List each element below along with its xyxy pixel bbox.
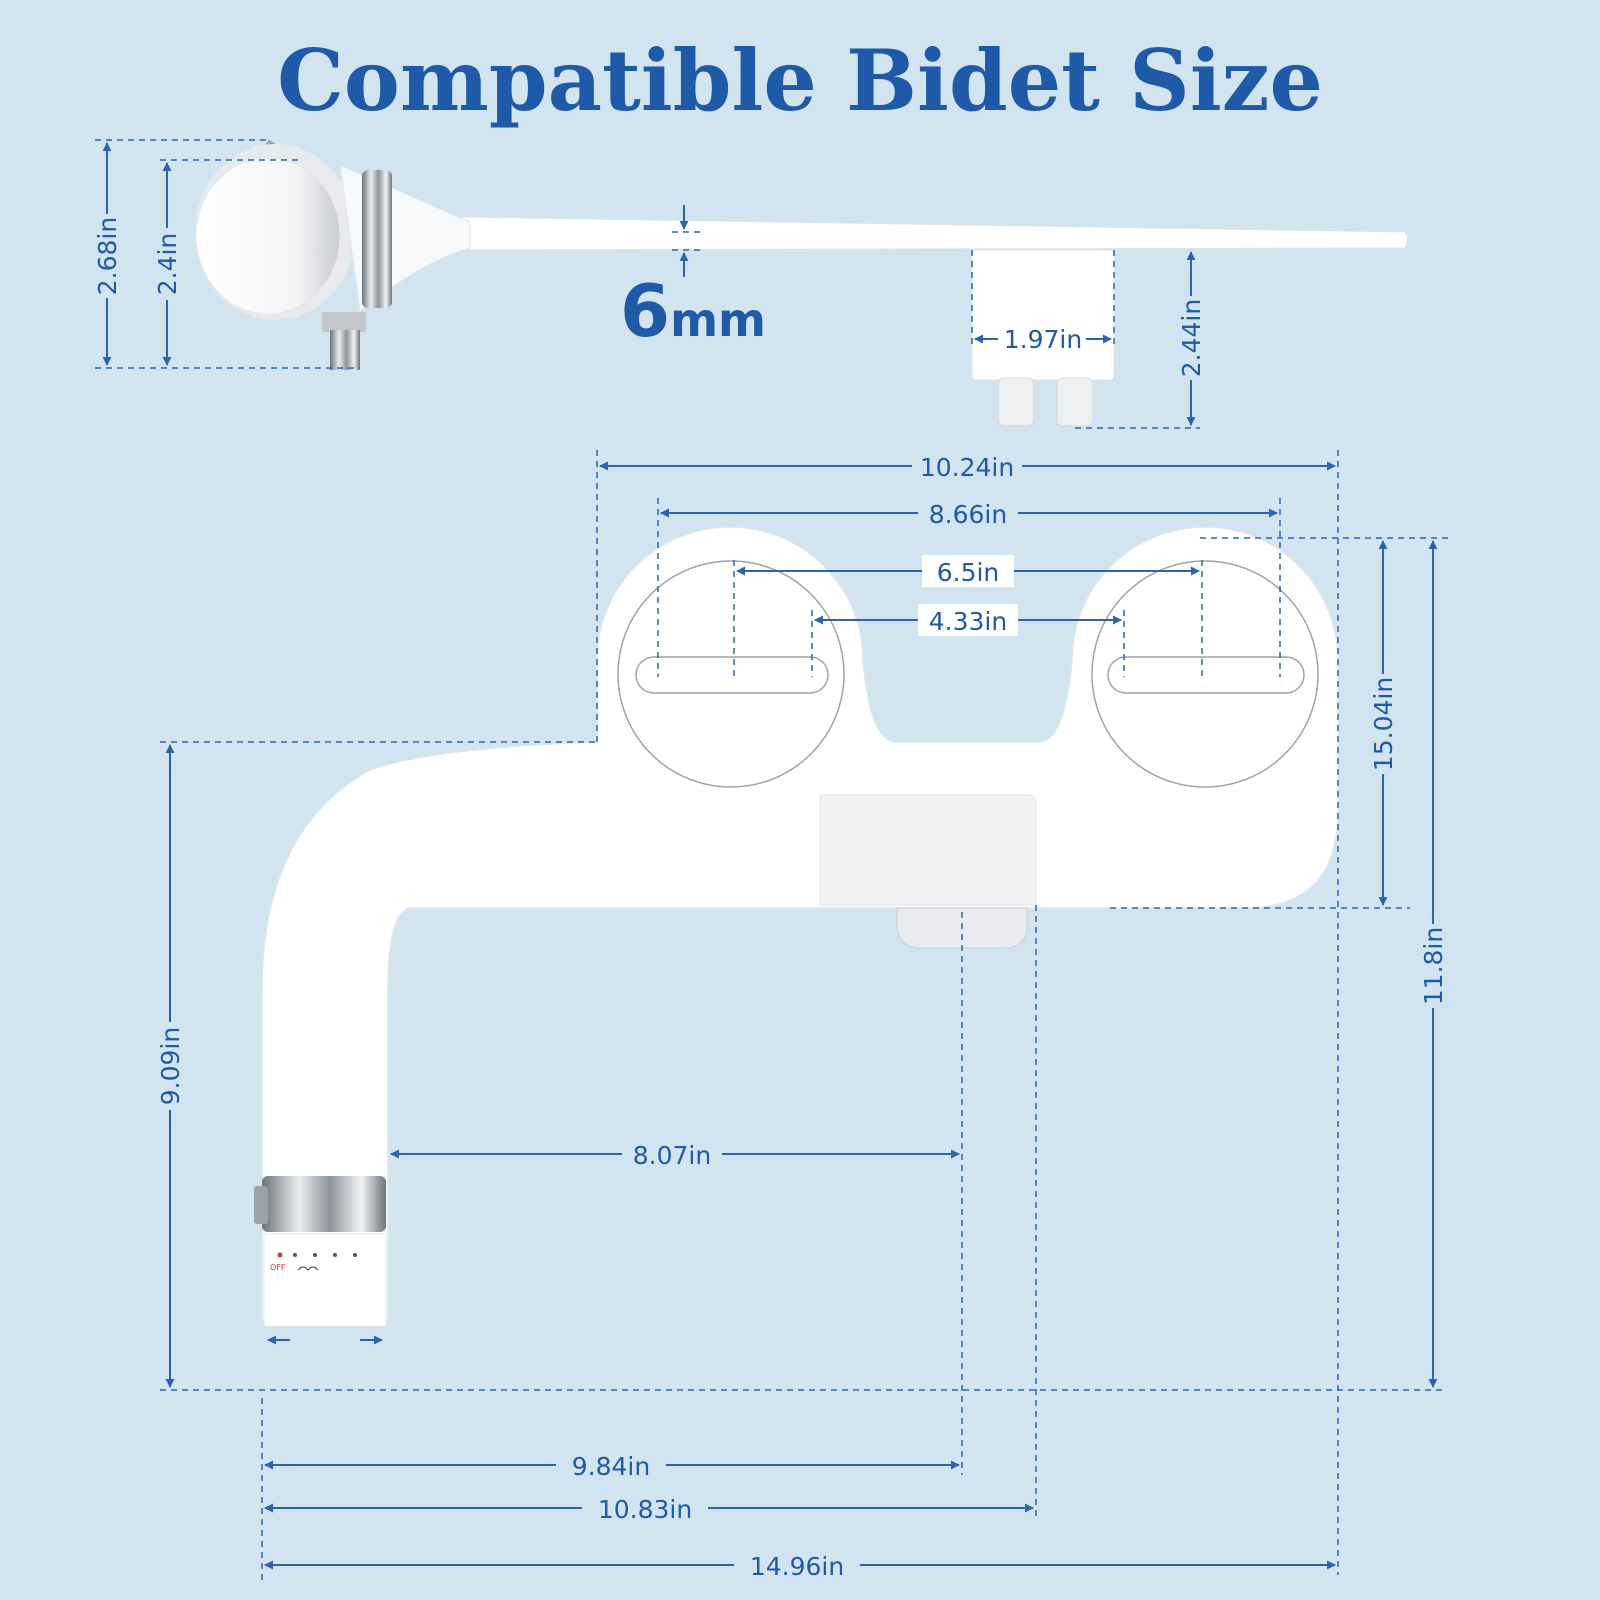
dim-length-body: 10.83in [598,1495,692,1524]
dim-nozzle-offset: 8.07in [633,1141,711,1170]
dial-off-label: OFF [270,1263,286,1272]
dim-valve-height: 2.44in [1177,299,1206,377]
dim-height-plate-group: 15.04in [1368,674,1398,774]
dim-width-outer: 10.24in [920,453,1014,482]
nozzle-chrome-ring [262,1176,386,1232]
side-view-plate [399,215,1408,251]
dim-height-inner: 2.4in [153,233,182,296]
thickness-value: 6 [620,269,670,353]
dim-width-slots-outer: 8.66in [929,500,1007,529]
thickness-label: 6mm [620,269,766,353]
dim-height-total: 11.8in [1419,927,1448,1005]
dim-width-slots-inner: 4.33in [929,607,1007,636]
thickness-unit: mm [670,293,766,347]
dim-height-arm: 9.09in [156,1027,185,1105]
dim-valve-height-group: 2.44in [1176,296,1206,380]
dim-height-total-group: 11.8in [1418,924,1448,1008]
mount-slot-left [635,656,829,694]
dim-length-total: 14.96in [750,1552,844,1581]
side-view-knob [195,139,471,370]
dim-height-plate: 15.04in [1369,677,1398,771]
dim-height-outer-group: 2.68in [92,214,122,298]
nozzle-dial [263,1233,387,1327]
top-view-body [261,526,1339,1321]
dim-height-outer: 2.68in [93,217,122,295]
dim-height-inner-group: 2.4in [152,228,182,300]
dim-height-arm-group: 9.09in [155,1022,185,1110]
top-view: OFF 10.24in 8.66in 6.5in [155,450,1450,1585]
page-title: Compatible Bidet Size [277,31,1323,130]
mount-slot-right [1107,656,1305,694]
side-view: 2.68in 2.4in 6mm 1.97in 2.44in [92,139,1408,429]
dim-length-connector: 9.84in [572,1452,650,1481]
dim-valve-width: 1.97in [1004,325,1082,354]
dim-width-slots-mid: 6.5in [937,558,1000,587]
